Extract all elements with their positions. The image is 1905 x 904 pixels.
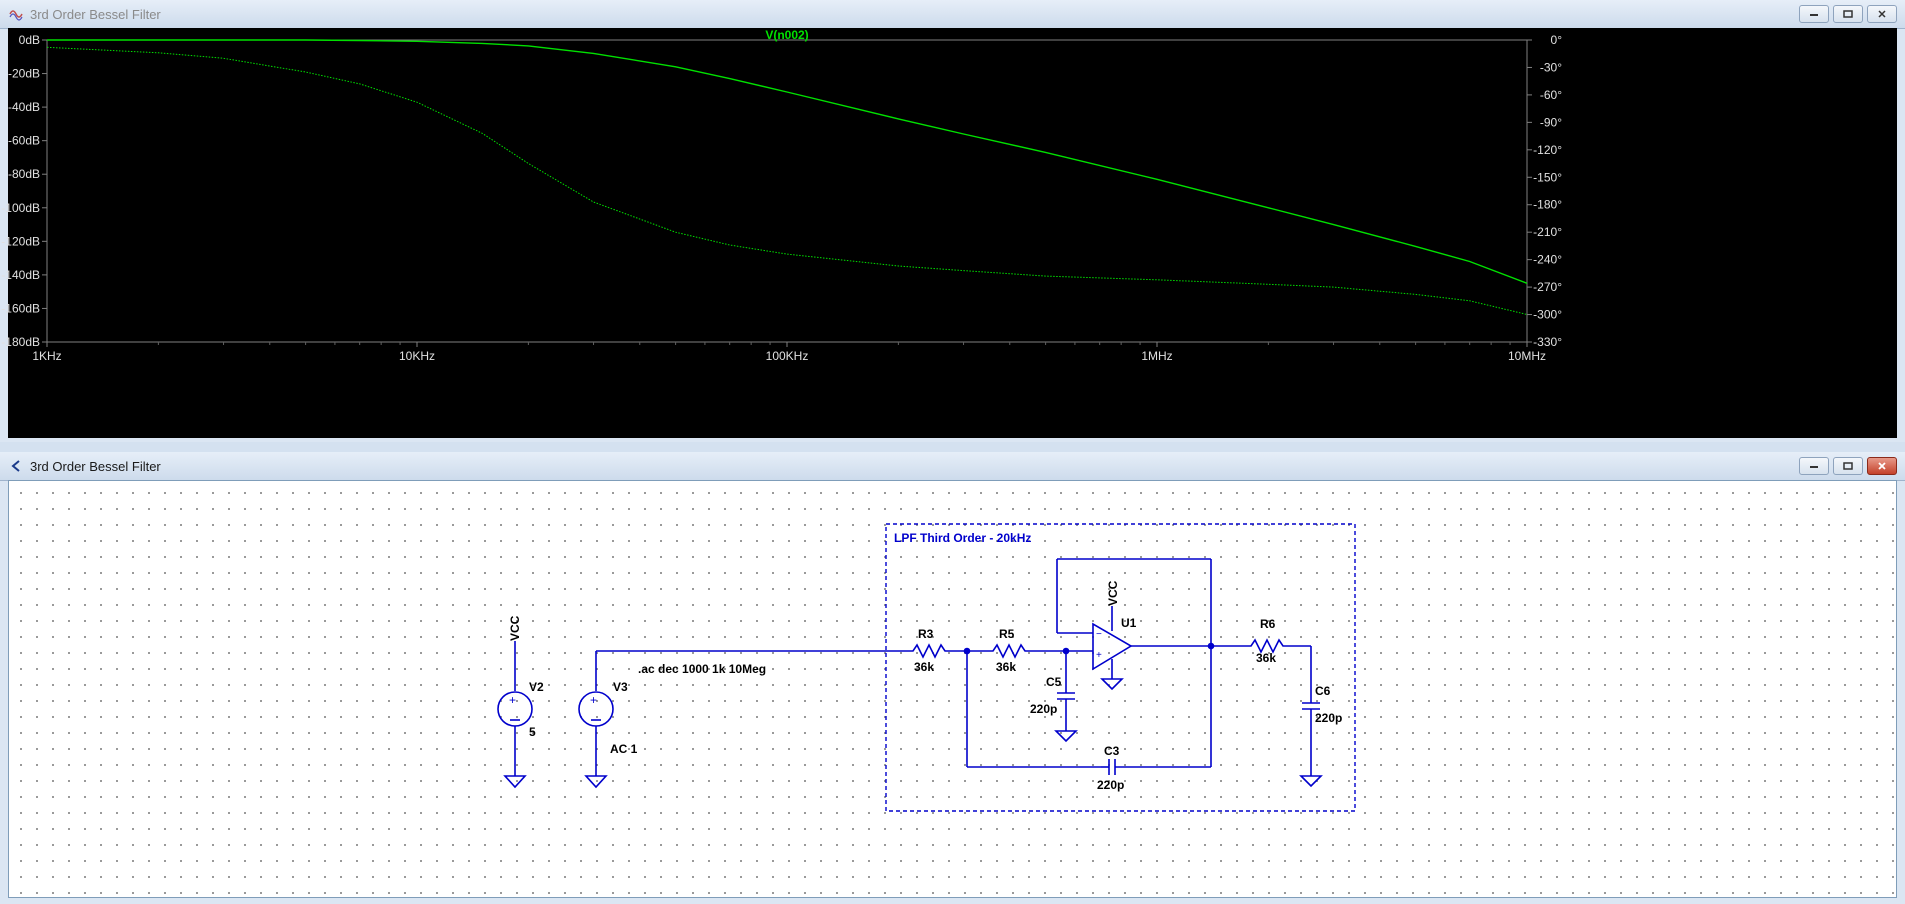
c3-value: 220p	[1097, 778, 1124, 792]
right-tick-label: -300°	[1533, 308, 1562, 322]
right-tick-label: -270°	[1533, 280, 1562, 294]
c6-name: C6	[1315, 684, 1331, 698]
u1-vcc-label: VCC	[1106, 580, 1120, 606]
v3-name: V3	[613, 680, 628, 694]
plot-frame	[46, 39, 1528, 343]
minimize-button[interactable]	[1799, 457, 1829, 475]
c3-name: C3	[1104, 744, 1120, 758]
r5-name: R5	[999, 627, 1015, 641]
waveform-icon	[8, 6, 24, 22]
ac-directive[interactable]: .ac dec 1000 1k 10Meg	[638, 662, 766, 676]
svg-text:+: +	[590, 693, 597, 707]
lpf-group-box[interactable]	[885, 523, 1356, 812]
maximize-icon	[1843, 462, 1853, 470]
maximize-button[interactable]	[1833, 457, 1863, 475]
right-tick-label: -210°	[1533, 225, 1562, 239]
maximize-button[interactable]	[1833, 5, 1863, 23]
r3-resistor[interactable]	[901, 643, 967, 659]
right-tick-label: -90°	[1540, 115, 1562, 129]
x-tick-label: 1KHz	[32, 349, 61, 363]
svg-text:+: +	[1096, 650, 1102, 661]
r5-value: 36k	[996, 660, 1016, 674]
minimize-icon	[1810, 14, 1818, 16]
right-tick-label: -330°	[1533, 335, 1562, 349]
svg-text:−: −	[1096, 629, 1102, 640]
u1-opamp[interactable]: − +	[1057, 606, 1211, 691]
phase-trace[interactable]	[46, 46, 1528, 315]
schematic-icon	[8, 458, 24, 474]
left-tick-label: 0dB	[19, 33, 40, 47]
left-tick-label: -80dB	[8, 167, 40, 181]
close-icon	[1878, 462, 1886, 470]
close-icon	[1878, 10, 1886, 18]
schematic-window: 3rd Order Bessel Filter LPF Third Order …	[0, 452, 1905, 904]
v2-value: 5	[529, 725, 536, 739]
trace-label[interactable]: V(n002)	[765, 28, 808, 42]
magnitude-trace[interactable]	[47, 39, 1528, 284]
left-tick-label: -20dB	[8, 67, 40, 81]
right-tick-label: -150°	[1533, 170, 1562, 184]
r6-value: 36k	[1256, 651, 1276, 665]
left-tick-label: -60dB	[8, 134, 40, 148]
r6-name: R6	[1260, 617, 1276, 631]
v2-vcc-label: VCC	[508, 615, 522, 641]
minimize-icon	[1810, 466, 1818, 468]
right-tick-label: -240°	[1533, 253, 1562, 267]
r3-name: R3	[918, 627, 934, 641]
close-button[interactable]	[1867, 5, 1897, 23]
v3-value: AC 1	[610, 742, 638, 756]
svg-text:+: +	[509, 693, 516, 707]
plot-window: 3rd Order Bessel Filter 0dB -20dB -40dB -60…	[0, 0, 1905, 442]
x-tick-label: 1MHz	[1141, 349, 1172, 363]
v2-source[interactable]: +	[497, 641, 533, 789]
right-tick-label: -30°	[1540, 60, 1562, 74]
right-tick-label: -120°	[1533, 143, 1562, 157]
u1-name: U1	[1121, 616, 1137, 630]
v3-source[interactable]: +	[578, 650, 901, 789]
r5-resistor[interactable]	[986, 643, 1066, 659]
c6-capacitor[interactable]	[1299, 646, 1323, 788]
plot-titlebar[interactable]: 3rd Order Bessel Filter	[0, 0, 1905, 29]
left-tick-label: -40dB	[8, 100, 40, 114]
c3-capacitor[interactable]	[1101, 759, 1211, 775]
left-tick-label: -120dB	[1, 234, 40, 248]
schematic-canvas[interactable]: LPF Third Order - 20kHz + VCC V2 5 +	[8, 480, 1897, 898]
c5-value: 220p	[1030, 702, 1057, 716]
c5-capacitor[interactable]	[1054, 651, 1078, 743]
left-tick-label: -100dB	[1, 201, 40, 215]
bode-plot[interactable]: 0dB -20dB -40dB -60dB -80dB -100dB -120dB -140d…	[1, 28, 1897, 438]
schematic-window-title: 3rd Order Bessel Filter	[30, 458, 161, 474]
r6-resistor[interactable]	[1211, 638, 1311, 654]
x-tick-label: 10KHz	[399, 349, 435, 363]
maximize-icon	[1843, 10, 1853, 18]
left-tick-label: -160dB	[1, 301, 40, 315]
right-tick-label: -60°	[1540, 88, 1562, 102]
v2-name: V2	[529, 680, 544, 694]
c6-value: 220p	[1315, 711, 1342, 725]
x-tick-label: 100KHz	[766, 349, 809, 363]
r3-value: 36k	[914, 660, 934, 674]
left-tick-label: -180dB	[1, 335, 40, 349]
left-tick-label: -140dB	[1, 268, 40, 282]
close-button[interactable]	[1867, 457, 1897, 475]
lpf-box-label: LPF Third Order - 20kHz	[894, 531, 1031, 545]
plot-window-title: 3rd Order Bessel Filter	[30, 6, 161, 22]
minimize-button[interactable]	[1799, 5, 1829, 23]
right-tick-label: 0°	[1551, 33, 1563, 47]
right-tick-label: -180°	[1533, 198, 1562, 212]
schematic-drawing[interactable]: LPF Third Order - 20kHz + VCC V2 5 +	[9, 481, 1896, 897]
plot-area[interactable]: 0dB -20dB -40dB -60dB -80dB -100dB -120dB -140d…	[1, 28, 1897, 438]
c5-name: C5	[1046, 675, 1062, 689]
schematic-titlebar[interactable]: 3rd Order Bessel Filter	[0, 452, 1905, 481]
x-tick-label: 10MHz	[1508, 349, 1546, 363]
